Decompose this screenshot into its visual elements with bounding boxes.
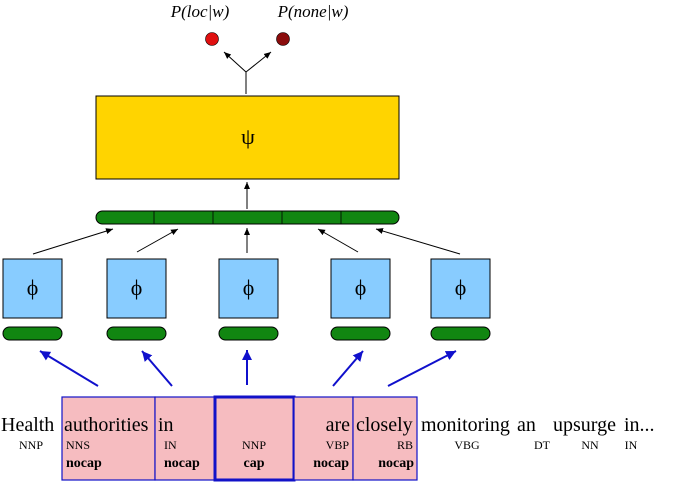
arrow-phi-1 <box>32 228 114 255</box>
word-embedding-pill <box>106 326 167 341</box>
blue-arrow-4 <box>332 350 364 387</box>
output-layer: P(loc|w) P(none|w) <box>170 2 349 46</box>
blue-arrow-2 <box>141 350 173 387</box>
phi-symbol: ϕ <box>243 275 255 300</box>
token-cap-feature: nocap <box>164 456 200 471</box>
arrow-phi-2 <box>136 228 179 253</box>
concat-feature-bar <box>95 210 400 225</box>
phi-box <box>430 258 491 319</box>
phi-column: ϕ <box>430 258 491 341</box>
output-label-loc: P(loc|w) <box>170 2 230 21</box>
window-cell-1 <box>61 396 156 481</box>
phi-column: ϕ <box>330 258 391 341</box>
window-cell-5 <box>352 396 418 481</box>
blue-arrow-5 <box>387 350 457 387</box>
token-pos-tag: NNP <box>242 438 266 452</box>
token-pos-tag: IN <box>625 438 638 452</box>
token-pos-tag: NNP <box>19 438 43 452</box>
token-word: Health <box>1 414 54 436</box>
window-to-embedding-arrows <box>39 350 457 387</box>
phi-box <box>106 258 167 319</box>
token-pos-tag: VBG <box>454 438 480 452</box>
token-word: upsurge <box>553 414 616 436</box>
phi-symbol: ϕ <box>131 275 143 300</box>
output-node-none <box>276 32 290 46</box>
token-pos-tag: IN <box>164 438 177 452</box>
output-label-none: P(none|w) <box>277 2 349 21</box>
token-pos-tag: VBP <box>326 438 350 452</box>
phi-box <box>218 258 279 319</box>
phi-symbol: ϕ <box>27 275 39 300</box>
psi-symbol: ψ <box>241 124 255 149</box>
token-pos-tag: NN <box>581 438 599 452</box>
phi-column: ϕ <box>218 258 279 341</box>
token-cap-feature: nocap <box>378 456 414 471</box>
blue-arrow-1 <box>39 350 99 387</box>
word-embedding-pill <box>2 326 63 341</box>
token-word: monitoring <box>421 414 510 436</box>
arrow-phi-4 <box>317 228 359 253</box>
phi-symbol: ϕ <box>455 275 467 300</box>
token-cap-feature: nocap <box>313 456 349 471</box>
token: in... IN <box>624 414 655 452</box>
phi-symbol: ϕ <box>355 275 367 300</box>
phi-column: ϕ <box>106 258 167 341</box>
token-word: closely <box>356 414 413 436</box>
concat-bar-body <box>95 210 400 225</box>
token-pos-tag: NNS <box>66 438 90 452</box>
word-embedding-pill <box>330 326 391 341</box>
token-word: in... <box>624 414 655 436</box>
output-node-loc <box>205 32 219 46</box>
output-arrows <box>223 51 272 94</box>
phi-box <box>330 258 391 319</box>
token-word: authorities <box>64 414 149 436</box>
token-pos-tag: DT <box>534 438 551 452</box>
window-cell-3 <box>213 395 296 482</box>
context-window <box>61 395 418 482</box>
arrow-phi-5 <box>375 228 461 255</box>
arrow-to-loc <box>223 51 247 73</box>
word-embedding-pill <box>218 326 279 341</box>
arrow-to-none <box>245 51 272 73</box>
token-word: an <box>517 414 536 436</box>
token: NNP cap <box>242 438 266 471</box>
token-word: in <box>158 414 174 436</box>
word-embedding-pill <box>430 326 491 341</box>
token-cap-feature: nocap <box>66 456 102 471</box>
phi-column: ϕ <box>2 258 63 341</box>
window-cell-2 <box>154 396 216 481</box>
phi-to-concat-arrows <box>32 228 461 255</box>
psi-box <box>95 95 400 180</box>
token-pos-tag: RB <box>397 438 413 452</box>
token-word: are <box>326 414 351 436</box>
phi-box <box>2 258 63 319</box>
token-cap-feature: cap <box>244 456 265 471</box>
